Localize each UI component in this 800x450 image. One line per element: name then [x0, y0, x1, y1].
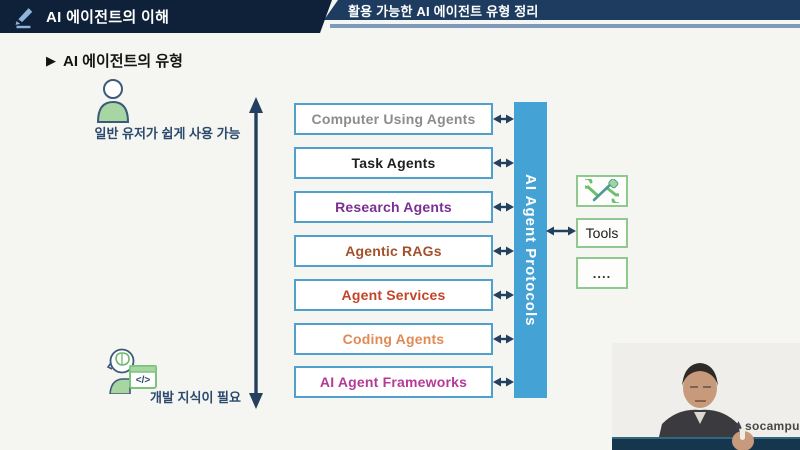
- agent-box-label: Research Agents: [335, 199, 452, 215]
- agent-box-label: Computer Using Agents: [311, 111, 476, 127]
- tools-ellipsis: ....: [592, 265, 612, 281]
- agent-box-label: Coding Agents: [342, 331, 445, 347]
- channel-logo: socampus: [734, 419, 800, 433]
- agent-box-coding: Coding Agents: [294, 323, 493, 355]
- section-title-marker: ▶: [46, 52, 56, 68]
- tools-connector-arrow: [546, 226, 576, 236]
- channel-logo-icon: [734, 420, 743, 431]
- agent-box-label: Agent Services: [341, 287, 446, 303]
- connector-arrow: [493, 246, 514, 256]
- connector-arrow: [493, 158, 514, 168]
- pencil-icon: [10, 4, 36, 29]
- header-right-bar: 활용 가능한 AI 에이전트 유형 정리: [324, 0, 800, 20]
- agent-box-research: Research Agents: [294, 191, 493, 223]
- dev-knowledge-label: 개발 지식이 필요: [150, 390, 241, 405]
- agent-box-computer-using: Computer Using Agents: [294, 103, 493, 135]
- connector-arrow: [493, 377, 514, 387]
- channel-logo-text: socampus: [745, 419, 800, 433]
- connector-arrow: [493, 334, 514, 344]
- connector-arrow: [493, 114, 514, 124]
- header-underline: [330, 24, 800, 28]
- agent-box-agentic-rags: Agentic RAGs: [294, 235, 493, 267]
- connector-arrow: [493, 202, 514, 212]
- header-right-title: 활용 가능한 AI 에이전트 유형 정리: [348, 3, 539, 19]
- user-icon: [96, 79, 130, 123]
- section-title: ▶ AI 에이전트의 유형: [46, 50, 183, 71]
- easy-use-label: 일반 유저가 쉽게 사용 가능: [94, 126, 241, 141]
- tools-icon-box: [576, 175, 628, 207]
- connector-arrow: [493, 290, 514, 300]
- agent-box-label: Task Agents: [351, 155, 436, 171]
- agent-box-services: Agent Services: [294, 279, 493, 311]
- agent-box-frameworks: AI Agent Frameworks: [294, 366, 493, 398]
- tools-more-box: ....: [576, 257, 628, 289]
- header-left-title: AI 에이전트의 이해: [46, 9, 170, 26]
- protocol-bar: AI Agent Protocols: [514, 102, 547, 398]
- header-left-bar: AI 에이전트의 이해: [0, 0, 332, 33]
- agent-box-label: Agentic RAGs: [345, 243, 442, 259]
- tools-box: Tools: [576, 218, 628, 248]
- agent-box-task: Task Agents: [294, 147, 493, 179]
- presenter-hand: [732, 428, 754, 450]
- difficulty-axis-arrow: [249, 97, 263, 409]
- developer-icon: </>: [106, 348, 157, 394]
- svg-text:</>: </>: [136, 375, 151, 386]
- agent-box-label: AI Agent Frameworks: [319, 374, 468, 390]
- section-title-text: AI 에이전트의 유형: [63, 53, 183, 70]
- crossed-tools-icon: [585, 179, 619, 203]
- tools-label: Tools: [585, 225, 619, 241]
- protocol-bar-label: AI Agent Protocols: [522, 173, 539, 327]
- video-bottom-bar: [612, 437, 800, 450]
